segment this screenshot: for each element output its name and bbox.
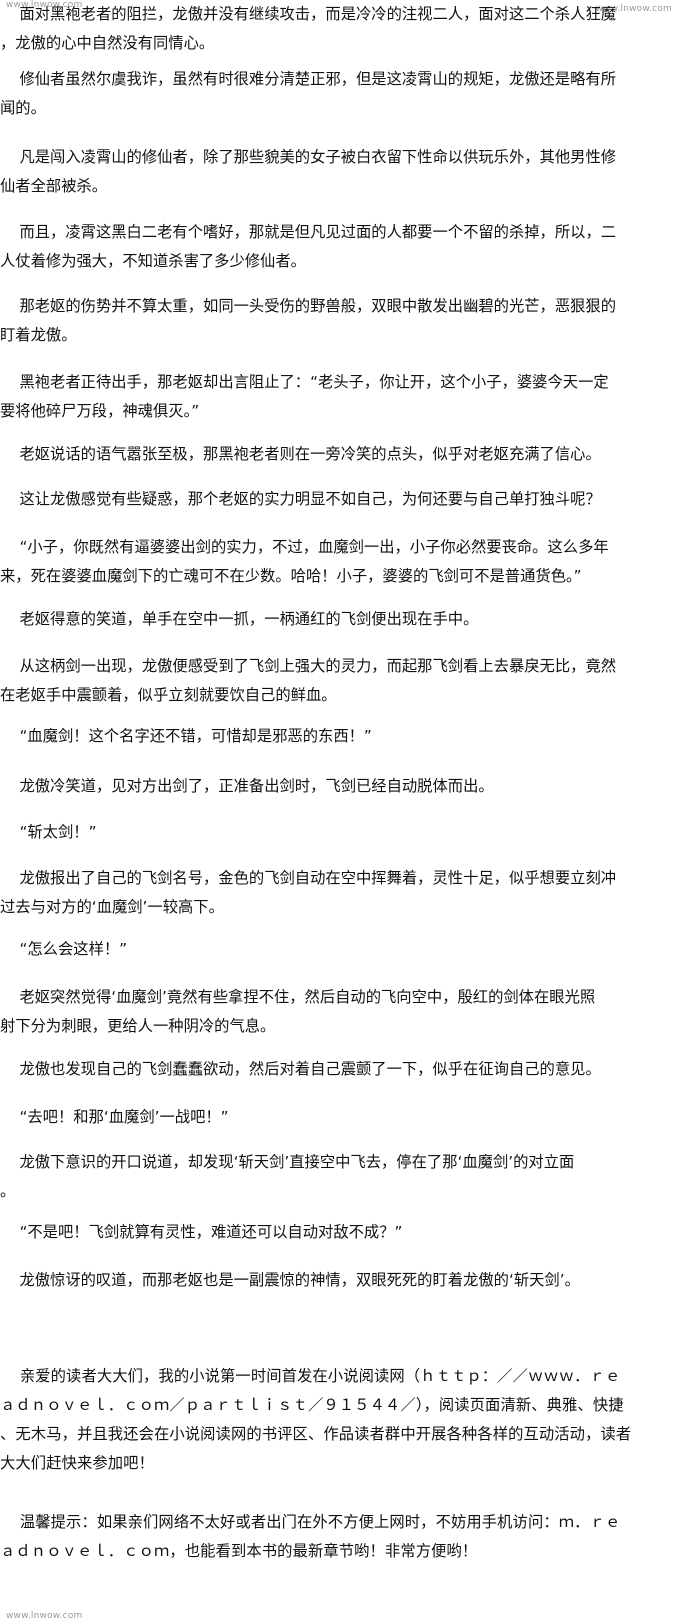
- paragraph: 黑袍老者正待出手，那老妪却出言阻止了：“老头子，你让开，这个小子，婆婆今天一定 …: [0, 373, 609, 420]
- paragraph: 龙傲惊讶的叹道，而那老妪也是一副震惊的神情，双眼死死的盯着龙傲的‘斩天剑’。: [0, 1271, 580, 1289]
- paragraph: 面对黑袍老者的阻拦，龙傲并没有继续攻击，而是冷冷的注视二人，面对这二个杀人狂魔 …: [0, 5, 617, 52]
- watermark-top-left: www.lnwow.com: [6, 0, 83, 10]
- footer-tip: 温馨提示：如果亲们网络不太好或者出门在外不方便上网时，不妨用手机访问：ｍ．ｒｅ …: [0, 1513, 621, 1560]
- paragraph: 凡是闯入凌霄山的修仙者，除了那些貌美的女子被白衣留下性命以供玩乐外，其他男性修 …: [0, 148, 617, 195]
- paragraph: 老妪说话的语气嚣张至极，那黑袍老者则在一旁冷笑的点头，似乎对老妪充满了信心。: [0, 445, 601, 463]
- paragraph: “不是吧！飞剑就算有灵性，难道还可以自动对敌不成？”: [0, 1223, 403, 1241]
- paragraph: 那老妪的伤势并不算太重，如同一头受伤的野兽般，双眼中散发出幽碧的光芒，恶狠狠的 …: [0, 297, 617, 344]
- paragraph: “小子，你既然有逼婆婆出剑的实力，不过，血魔剑一出，小子你必然要丧命。这么多年 …: [0, 538, 609, 585]
- watermark-top-right: www.lnwow.com: [595, 4, 672, 14]
- paragraph: “血魔剑！这个名字还不错，可惜却是邪恶的东西！”: [0, 727, 372, 745]
- paragraph: 龙傲下意识的开口说道，却发现‘斩天剑’直接空中飞去，停在了那‘血魔剑’的对立面 …: [0, 1153, 575, 1200]
- paragraph: 这让龙傲感觉有些疑惑，那个老妪的实力明显不如自己，为何还要与自己单打独斗呢？: [0, 490, 601, 508]
- paragraph: 龙傲也发现自己的飞剑蠢蠢欲动，然后对着自己震颤了一下，似乎在征询自己的意见。: [0, 1060, 601, 1078]
- paragraph: 老妪突然觉得‘血魔剑’竟然有些拿捏不住，然后自动的飞向空中，殷红的剑体在眼光照 …: [0, 988, 596, 1035]
- watermark-bottom-left: www.lnwow.com: [6, 1611, 83, 1621]
- paragraph: 龙傲冷笑道，见对方出剑了，正准备出剑时，飞剑已经自动脱体而出。: [0, 777, 494, 795]
- paragraph: 龙傲报出了自己的飞剑名号，金色的飞剑自动在空中挥舞着，灵性十足，似乎想要立刻冲 …: [0, 869, 617, 916]
- paragraph: “去吧！和那‘血魔剑’一战吧！”: [0, 1108, 229, 1126]
- paragraph: “斩太剑！”: [0, 823, 97, 841]
- paragraph: 老妪得意的笑道，单手在空中一抓，一柄通红的飞剑便出现在手中。: [0, 610, 479, 628]
- paragraph: 从这柄剑一出现，龙傲便感受到了飞剑上强大的灵力，而起那飞剑看上去暴戾无比，竟然 …: [0, 657, 617, 704]
- paragraph: 修仙者虽然尔虞我诈，虽然有时很难分清楚正邪，但是这凌霄山的规矩，龙傲还是略有所 …: [0, 70, 617, 117]
- paragraph: 而且，凌霄这黑白二老有个嗜好，那就是但凡见过面的人都要一个不留的杀掉，所以，二 …: [0, 223, 617, 270]
- footer-notice: 亲爱的读者大大们，我的小说第一时间首发在小说阅读网（ｈｔｔｐ：／／ｗｗｗ．ｒｅ …: [0, 1367, 632, 1472]
- paragraph: “怎么会这样！”: [0, 940, 128, 958]
